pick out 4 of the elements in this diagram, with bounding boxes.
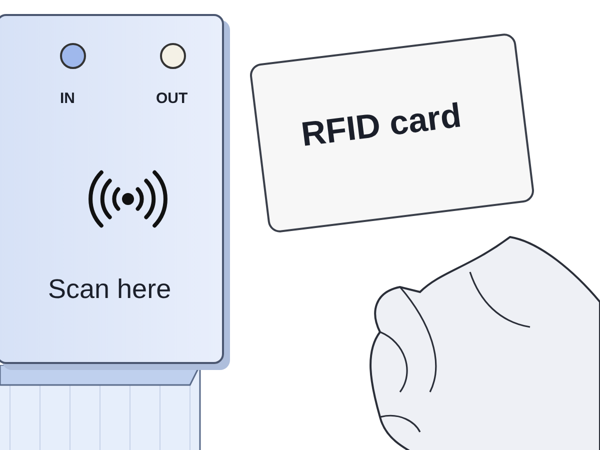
instruction-text: Scan here <box>48 274 172 305</box>
indicator-label: OUT <box>156 90 188 107</box>
card-label: RFID card <box>299 96 464 155</box>
indicator-label: IN <box>60 90 75 107</box>
